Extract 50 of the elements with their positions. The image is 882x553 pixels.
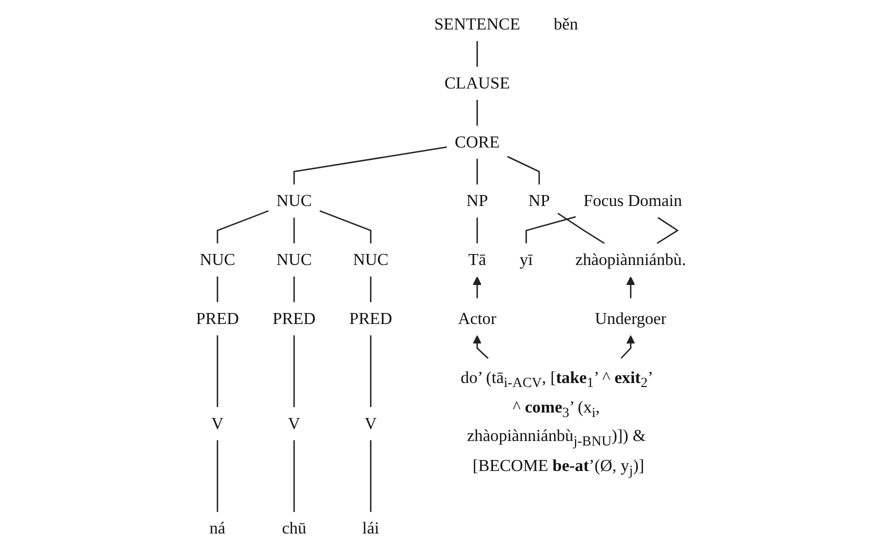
connector xyxy=(557,212,605,244)
arrow xyxy=(472,276,482,298)
node-text: Focus Domain xyxy=(584,191,682,210)
connector xyxy=(216,440,218,512)
node-text: ná xyxy=(210,518,226,538)
node-text: lái xyxy=(362,518,380,538)
node-text: NP xyxy=(466,191,488,210)
connector xyxy=(293,276,295,302)
connector xyxy=(293,218,295,244)
node-text: NUC xyxy=(276,250,312,270)
connector xyxy=(216,276,218,302)
connector xyxy=(507,156,540,184)
arrow xyxy=(472,335,489,359)
node-text: V xyxy=(364,414,377,433)
node-text: Undergoer xyxy=(594,309,666,328)
node-text: běn xyxy=(554,14,578,34)
node-text: zhàopiànniánbù. xyxy=(575,250,686,270)
connector xyxy=(370,440,372,512)
node-text: yī xyxy=(520,250,533,270)
connector xyxy=(476,218,478,244)
connector xyxy=(476,158,478,184)
connector xyxy=(370,276,372,302)
connector xyxy=(293,146,447,184)
node-text: V xyxy=(288,414,300,433)
node-text: do’ (tā$_{i-ACV}$, [take$_{1}$’ ^ exit$_{2}$’ ^ come$_{3}$’ (x$_{i}$, zhàopiànniánbù$_{j-BNU}$)]) & [BECOME be-at’(Ø, y$_{j}$)] xyxy=(460,368,652,480)
node-text: Actor xyxy=(458,309,496,328)
node-text: chū xyxy=(282,518,306,538)
connector xyxy=(476,41,478,67)
node-text: Tā xyxy=(468,250,486,270)
connector xyxy=(293,335,295,408)
connector xyxy=(216,335,218,408)
arrow xyxy=(626,276,636,298)
connector xyxy=(476,100,478,126)
connector xyxy=(293,440,295,512)
connector xyxy=(216,210,269,244)
node-text: CORE xyxy=(454,132,500,152)
node-text: NUC xyxy=(200,250,236,270)
arrow xyxy=(620,335,636,359)
node-text: SENTENCE xyxy=(434,14,520,34)
connector xyxy=(320,210,372,244)
node-text: CLAUSE xyxy=(444,74,510,92)
node-text: NUC xyxy=(276,191,312,210)
connector xyxy=(526,216,576,244)
connector xyxy=(370,335,372,408)
node-text: PRED xyxy=(272,309,316,328)
node-text: NP xyxy=(528,191,550,210)
node-text: V xyxy=(211,414,224,433)
node-text: NUC xyxy=(352,250,388,270)
node-text: PRED xyxy=(196,309,239,328)
node-text: PRED xyxy=(349,309,392,328)
